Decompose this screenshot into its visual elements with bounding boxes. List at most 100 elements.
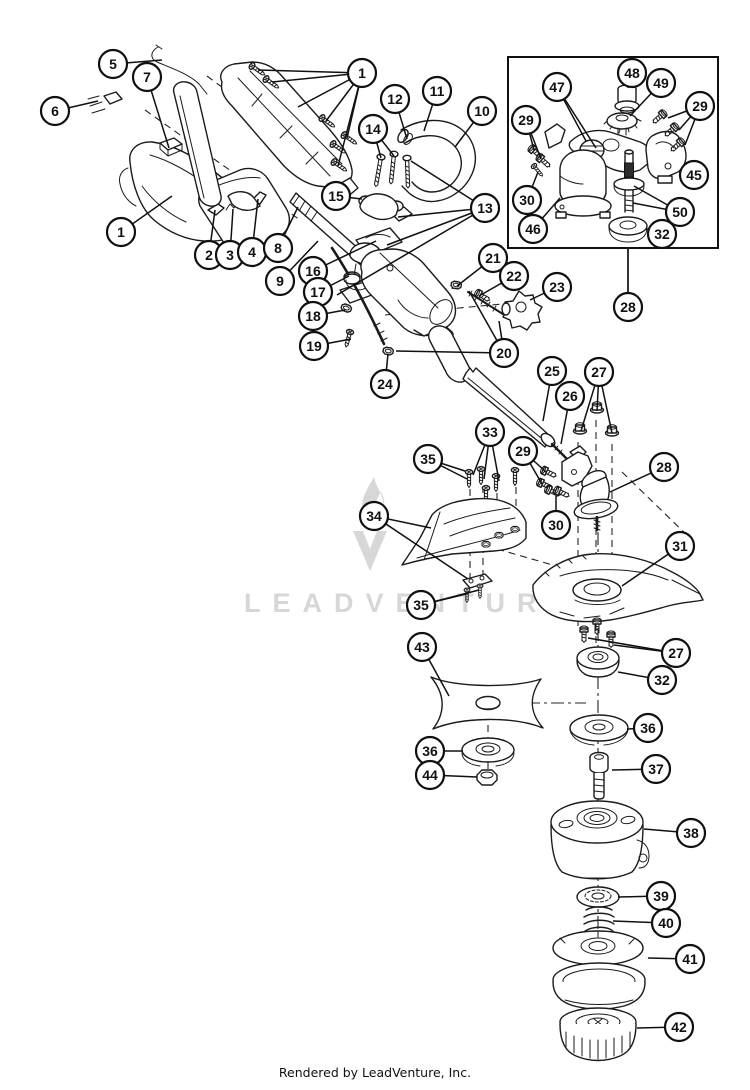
callout-circle-46[interactable] <box>517 213 549 245</box>
callout-25[interactable]: 25 <box>536 355 568 387</box>
callout-circle-48[interactable] <box>616 57 648 89</box>
callout-circle-14[interactable] <box>357 113 389 145</box>
callout-1a[interactable]: 1 <box>346 57 378 89</box>
callout-49[interactable]: 49 <box>645 67 677 99</box>
callout-29a[interactable]: 29 <box>510 104 542 136</box>
callout-43[interactable]: 43 <box>406 631 438 663</box>
callout-circle-31[interactable] <box>664 530 696 562</box>
callout-circle-23[interactable] <box>541 271 573 303</box>
callout-34[interactable]: 34 <box>358 500 390 532</box>
callout-circle-42[interactable] <box>663 1011 695 1043</box>
callout-circle-40[interactable] <box>650 907 682 939</box>
callout-46[interactable]: 46 <box>517 213 549 245</box>
callout-37[interactable]: 37 <box>640 753 672 785</box>
callout-11[interactable]: 11 <box>421 75 453 107</box>
callout-40[interactable]: 40 <box>650 907 682 939</box>
callout-circle-32a[interactable] <box>646 218 678 250</box>
callout-circle-6[interactable] <box>39 95 71 127</box>
callout-39[interactable]: 39 <box>645 880 677 912</box>
callout-circle-26[interactable] <box>554 380 586 412</box>
callout-27b[interactable]: 27 <box>660 637 692 669</box>
callout-32a[interactable]: 32 <box>646 218 678 250</box>
callout-14[interactable]: 14 <box>357 113 389 145</box>
callout-28a[interactable]: 28 <box>612 291 644 323</box>
callout-circle-35b[interactable] <box>405 589 437 621</box>
callout-35a[interactable]: 35 <box>412 443 444 475</box>
callout-circle-37[interactable] <box>640 753 672 785</box>
callout-circle-35a[interactable] <box>412 443 444 475</box>
callout-15[interactable]: 15 <box>320 180 352 212</box>
callout-circle-28b[interactable] <box>648 451 680 483</box>
callout-23[interactable]: 23 <box>541 271 573 303</box>
callout-circle-36a[interactable] <box>632 712 664 744</box>
callout-29b[interactable]: 29 <box>684 90 716 122</box>
callout-circle-11[interactable] <box>421 75 453 107</box>
callout-24[interactable]: 24 <box>369 368 401 400</box>
callout-circle-29a[interactable] <box>510 104 542 136</box>
callout-circle-43[interactable] <box>406 631 438 663</box>
callout-circle-32b[interactable] <box>646 664 678 696</box>
callout-7[interactable]: 7 <box>131 61 163 93</box>
callout-circle-49[interactable] <box>645 67 677 99</box>
callout-circle-10[interactable] <box>466 95 498 127</box>
callout-circle-38[interactable] <box>675 817 707 849</box>
callout-26[interactable]: 26 <box>554 380 586 412</box>
callout-41[interactable]: 41 <box>674 943 706 975</box>
callout-9[interactable]: 9 <box>264 265 296 297</box>
callout-38[interactable]: 38 <box>675 817 707 849</box>
callout-21[interactable]: 21 <box>477 242 509 274</box>
callout-30a[interactable]: 30 <box>511 184 543 216</box>
callout-circle-15[interactable] <box>320 180 352 212</box>
callout-33[interactable]: 33 <box>474 416 506 448</box>
callout-circle-21[interactable] <box>477 242 509 274</box>
callout-20[interactable]: 20 <box>488 337 520 369</box>
callout-circle-30b[interactable] <box>540 509 572 541</box>
callout-1b[interactable]: 1 <box>105 216 137 248</box>
callout-47[interactable]: 47 <box>541 71 573 103</box>
callout-45[interactable]: 45 <box>678 159 710 191</box>
callout-circle-7[interactable] <box>131 61 163 93</box>
callout-8[interactable]: 8 <box>262 232 294 264</box>
callout-circle-27b[interactable] <box>660 637 692 669</box>
callout-36a[interactable]: 36 <box>632 712 664 744</box>
callout-circle-18[interactable] <box>297 300 329 332</box>
callout-circle-25[interactable] <box>536 355 568 387</box>
callout-circle-20[interactable] <box>488 337 520 369</box>
callout-12[interactable]: 12 <box>379 83 411 115</box>
callout-35b[interactable]: 35 <box>405 589 437 621</box>
callout-circle-44[interactable] <box>414 759 446 791</box>
callout-circle-24[interactable] <box>369 368 401 400</box>
callout-50[interactable]: 50 <box>664 196 696 228</box>
callout-17[interactable]: 17 <box>302 276 334 308</box>
callout-circle-50[interactable] <box>664 196 696 228</box>
callout-6[interactable]: 6 <box>39 95 71 127</box>
callout-circle-27a[interactable] <box>583 356 615 388</box>
callout-circle-1a[interactable] <box>346 57 378 89</box>
callout-circle-12[interactable] <box>379 83 411 115</box>
callout-circle-22[interactable] <box>498 260 530 292</box>
callout-circle-45[interactable] <box>678 159 710 191</box>
callout-circle-30a[interactable] <box>511 184 543 216</box>
callout-circle-29c[interactable] <box>507 435 539 467</box>
callout-circle-13[interactable] <box>469 192 501 224</box>
callout-circle-34[interactable] <box>358 500 390 532</box>
callout-circle-5[interactable] <box>97 48 129 80</box>
callout-30b[interactable]: 30 <box>540 509 572 541</box>
callout-circle-41[interactable] <box>674 943 706 975</box>
callout-circle-19[interactable] <box>298 330 330 362</box>
callout-10[interactable]: 10 <box>466 95 498 127</box>
callout-22[interactable]: 22 <box>498 260 530 292</box>
callout-32b[interactable]: 32 <box>646 664 678 696</box>
callout-28b[interactable]: 28 <box>648 451 680 483</box>
callout-circle-47[interactable] <box>541 71 573 103</box>
callout-circle-8[interactable] <box>262 232 294 264</box>
callout-27a[interactable]: 27 <box>583 356 615 388</box>
callout-circle-1b[interactable] <box>105 216 137 248</box>
callout-44[interactable]: 44 <box>414 759 446 791</box>
callout-4[interactable]: 4 <box>236 236 268 268</box>
callout-29c[interactable]: 29 <box>507 435 539 467</box>
callout-19[interactable]: 19 <box>298 330 330 362</box>
callout-circle-28a[interactable] <box>612 291 644 323</box>
callout-2[interactable]: 2 <box>193 239 225 271</box>
callout-48[interactable]: 48 <box>616 57 648 89</box>
